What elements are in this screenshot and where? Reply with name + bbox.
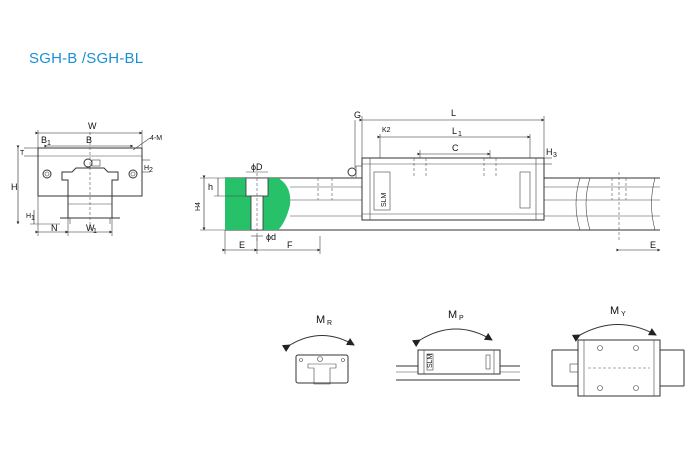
grease-nipple-side bbox=[347, 167, 357, 177]
label-G: G bbox=[354, 110, 361, 120]
label-phiD: ϕD bbox=[251, 162, 263, 172]
label-H: H bbox=[11, 182, 18, 192]
moment-MY: M Y bbox=[551, 305, 685, 397]
label-N: N bbox=[51, 223, 58, 233]
side-view: SLM L L 1 K2 C G H 3 ϕD bbox=[195, 108, 661, 254]
label-B1: B bbox=[41, 135, 47, 145]
label-phid: ϕd bbox=[266, 232, 276, 242]
label-E-left: E bbox=[239, 240, 245, 250]
label-MY-sub: Y bbox=[621, 311, 626, 318]
label-L: L bbox=[451, 108, 456, 118]
label-MP-sub: P bbox=[459, 315, 464, 322]
label-B: B bbox=[86, 135, 92, 145]
label-H3: H bbox=[546, 147, 553, 157]
brand-box bbox=[373, 171, 391, 211]
mount-hole-right bbox=[128, 169, 138, 179]
label-C: C bbox=[452, 143, 459, 153]
front-view: W B B 1 4-M T H H 1 H 2 N W 1 bbox=[11, 121, 162, 236]
label-H2: H bbox=[144, 165, 149, 172]
label-E-right: E bbox=[650, 240, 656, 250]
label-4-M: 4-M bbox=[150, 135, 162, 142]
label-h: h bbox=[208, 182, 213, 192]
label-H2-sub: 2 bbox=[149, 167, 153, 174]
mr-block bbox=[295, 354, 349, 384]
label-MP: M bbox=[448, 309, 457, 321]
label-W1: W bbox=[86, 223, 95, 233]
label-MR-sub: R bbox=[327, 320, 332, 327]
front-rail bbox=[61, 167, 119, 219]
moment-MP: M P SLM bbox=[396, 309, 520, 381]
mount-hole-left bbox=[42, 169, 52, 179]
label-F: F bbox=[287, 240, 293, 250]
label-MR: M bbox=[316, 314, 325, 326]
label-T: T bbox=[20, 150, 25, 157]
label-H1-sub: 1 bbox=[31, 215, 35, 222]
label-B1-sub: 1 bbox=[47, 140, 51, 147]
label-W: W bbox=[88, 121, 97, 131]
label-W1-sub: 1 bbox=[93, 228, 97, 235]
brand-label: SLM bbox=[381, 192, 388, 207]
page-title: SGH-B /SGH-BL bbox=[29, 50, 144, 67]
label-L1-sub: 1 bbox=[458, 131, 462, 138]
grease-nipple bbox=[83, 158, 93, 168]
label-L1: L bbox=[452, 126, 457, 136]
side-block bbox=[361, 157, 545, 221]
label-H3-sub: 3 bbox=[553, 152, 557, 159]
moment-MR: M R bbox=[281, 314, 355, 385]
mp-brand: SLM bbox=[427, 353, 434, 368]
label-K2: K2 bbox=[382, 127, 391, 134]
label-H4: H4 bbox=[195, 202, 202, 211]
label-MY: M bbox=[610, 305, 619, 317]
label-H1: H bbox=[26, 213, 31, 220]
